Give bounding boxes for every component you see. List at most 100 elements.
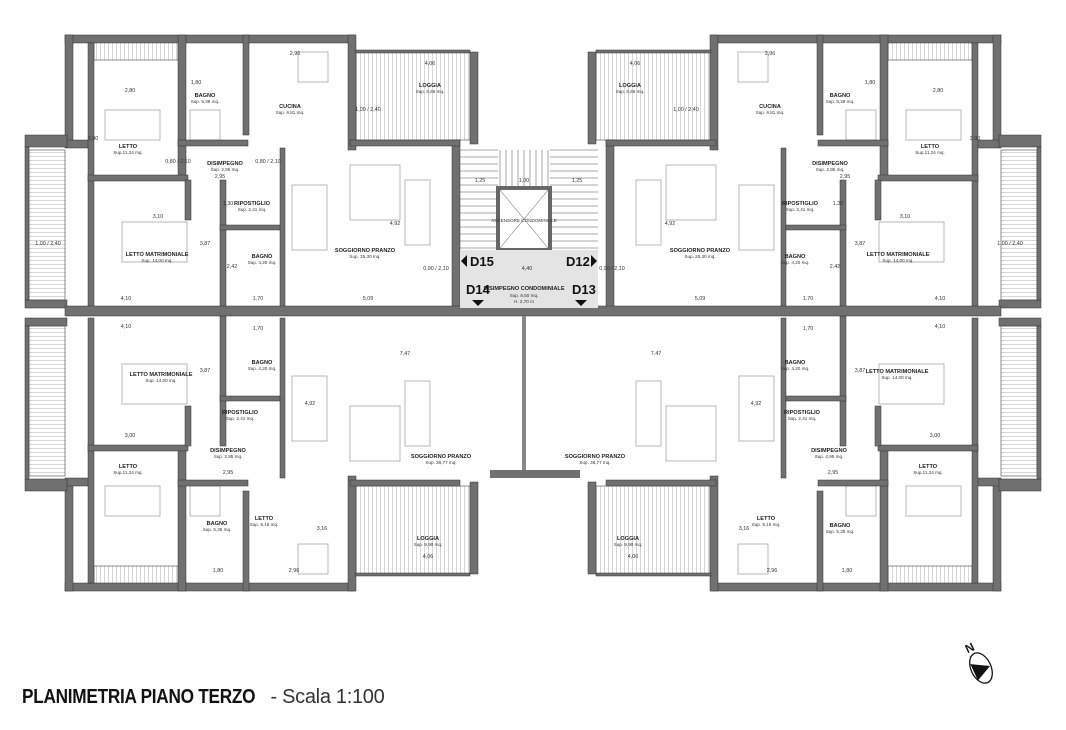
dimension-label: 5,09 xyxy=(695,296,706,302)
room-area: Sup.11,24 mq. xyxy=(113,150,143,155)
room-name: LETTO xyxy=(255,516,274,522)
room-area: Sup. 14,00 mq. xyxy=(882,258,913,263)
room-area: Sup. 9,90 mq. xyxy=(414,542,443,547)
wall xyxy=(816,490,824,592)
furniture-item xyxy=(635,380,662,447)
dimension-label: 3,87 xyxy=(855,368,866,374)
room-area: Sup. 2,95 mq. xyxy=(211,167,240,172)
furniture-item xyxy=(297,543,329,575)
dimension-label: 4,10 xyxy=(935,324,946,330)
dimension-label: 3,90 xyxy=(88,136,99,142)
furniture-item xyxy=(665,405,717,462)
wall xyxy=(1036,146,1042,301)
room-name: LETTO xyxy=(919,464,938,470)
wall xyxy=(24,146,30,301)
door-code-d14: D14 xyxy=(466,282,491,297)
room-area: Sup. 14,00 mq. xyxy=(145,378,176,383)
room-name: RIPOSTIGLIO xyxy=(784,410,821,416)
room-name: RIPOSTIGLIO xyxy=(782,201,819,207)
room-name: DISIMPEGNO xyxy=(811,448,847,454)
staircase xyxy=(460,149,598,249)
wall xyxy=(780,317,787,479)
dimension-label: 2,80 xyxy=(125,88,136,94)
dimension-label: 3,16 xyxy=(739,526,750,532)
dimension-label: 3,87 xyxy=(855,241,866,247)
north-compass-icon: N xyxy=(963,640,993,684)
room-name: BAGNO xyxy=(830,93,851,99)
wall xyxy=(184,405,192,447)
dimension-label: 1,30 xyxy=(833,201,844,207)
wall xyxy=(177,139,249,147)
dimension-label: 4,06 xyxy=(423,554,434,560)
room-name: DISIMPEGNO xyxy=(207,161,243,167)
room-area: Sup. 9,16 mq. xyxy=(250,522,279,527)
loggia-floor xyxy=(28,149,66,301)
wall xyxy=(877,174,979,182)
elevator-cross xyxy=(499,189,549,249)
furniture-item xyxy=(297,51,329,83)
wall xyxy=(998,134,1042,148)
room-name: BAGNO xyxy=(207,521,228,527)
wall xyxy=(595,572,712,577)
wall xyxy=(219,179,227,311)
wall xyxy=(975,477,1002,487)
wall xyxy=(877,444,979,452)
wall xyxy=(879,445,889,592)
dimension-label: 2,95 xyxy=(840,174,851,180)
room-name: SOGGIORNO PRANZO xyxy=(670,248,731,254)
wall xyxy=(279,147,286,309)
door-code-d15: D15 xyxy=(470,254,494,269)
dimension-label: 3,10 xyxy=(153,214,164,220)
arrow-down-icon xyxy=(472,300,484,306)
wall xyxy=(87,444,189,452)
loggia-floor xyxy=(355,51,471,141)
wall xyxy=(469,51,479,145)
arrow-down-icon xyxy=(575,300,587,306)
dimension-label: 2,96 xyxy=(290,51,301,57)
room-area: Sup. 4,20 mq. xyxy=(781,366,810,371)
room-name: LOGGIA xyxy=(619,83,641,89)
room-area: Sup. 5,38 mq. xyxy=(826,529,855,534)
room-area: Sup. 5,38 mq. xyxy=(826,99,855,104)
wall xyxy=(992,480,1002,592)
landing-floor xyxy=(460,250,598,308)
furniture-item xyxy=(104,485,161,517)
wall xyxy=(605,139,717,147)
arrow-left-icon xyxy=(461,255,467,267)
wall xyxy=(24,134,68,148)
wall xyxy=(87,174,189,182)
dimension-label: 2,95 xyxy=(223,470,234,476)
wall xyxy=(998,478,1042,492)
furniture-item xyxy=(665,164,717,221)
loggia-floor xyxy=(595,51,711,141)
wall xyxy=(874,405,882,447)
room-name: BAGNO xyxy=(252,360,273,366)
wall xyxy=(279,317,286,479)
wall xyxy=(1036,325,1042,480)
walls xyxy=(24,34,1042,592)
furniture-item xyxy=(291,375,328,442)
loggia-floor xyxy=(28,325,66,477)
wall xyxy=(177,445,187,592)
wall xyxy=(709,475,719,592)
room-area: Sup. 5,38 mq. xyxy=(203,527,232,532)
dimension-label: 1,70 xyxy=(253,326,264,332)
door-size-label: 1,00 / 2,40 xyxy=(997,241,1022,247)
room-name: DISIMPEGNO xyxy=(210,448,246,454)
wall xyxy=(839,179,847,311)
room-name: BAGNO xyxy=(785,254,806,260)
furniture-item xyxy=(737,51,769,83)
wall xyxy=(998,299,1042,309)
door-size-label: 0,90 / 2,10 xyxy=(423,266,448,272)
dimension-label: 2,95 xyxy=(215,174,226,180)
landing-width: 4,40 xyxy=(522,266,533,272)
room-name: BAGNO xyxy=(195,93,216,99)
landing-height: H. 2,70 m xyxy=(514,299,534,304)
room-area: Sup.11,24 mq. xyxy=(113,470,143,475)
room-name: LETTO MATRIMONIALE xyxy=(866,369,929,375)
dimension-label: 1,70 xyxy=(253,296,264,302)
room-name: SOGGIORNO PRANZO xyxy=(411,454,472,460)
wall xyxy=(587,51,597,145)
loggia-floor xyxy=(355,485,471,575)
